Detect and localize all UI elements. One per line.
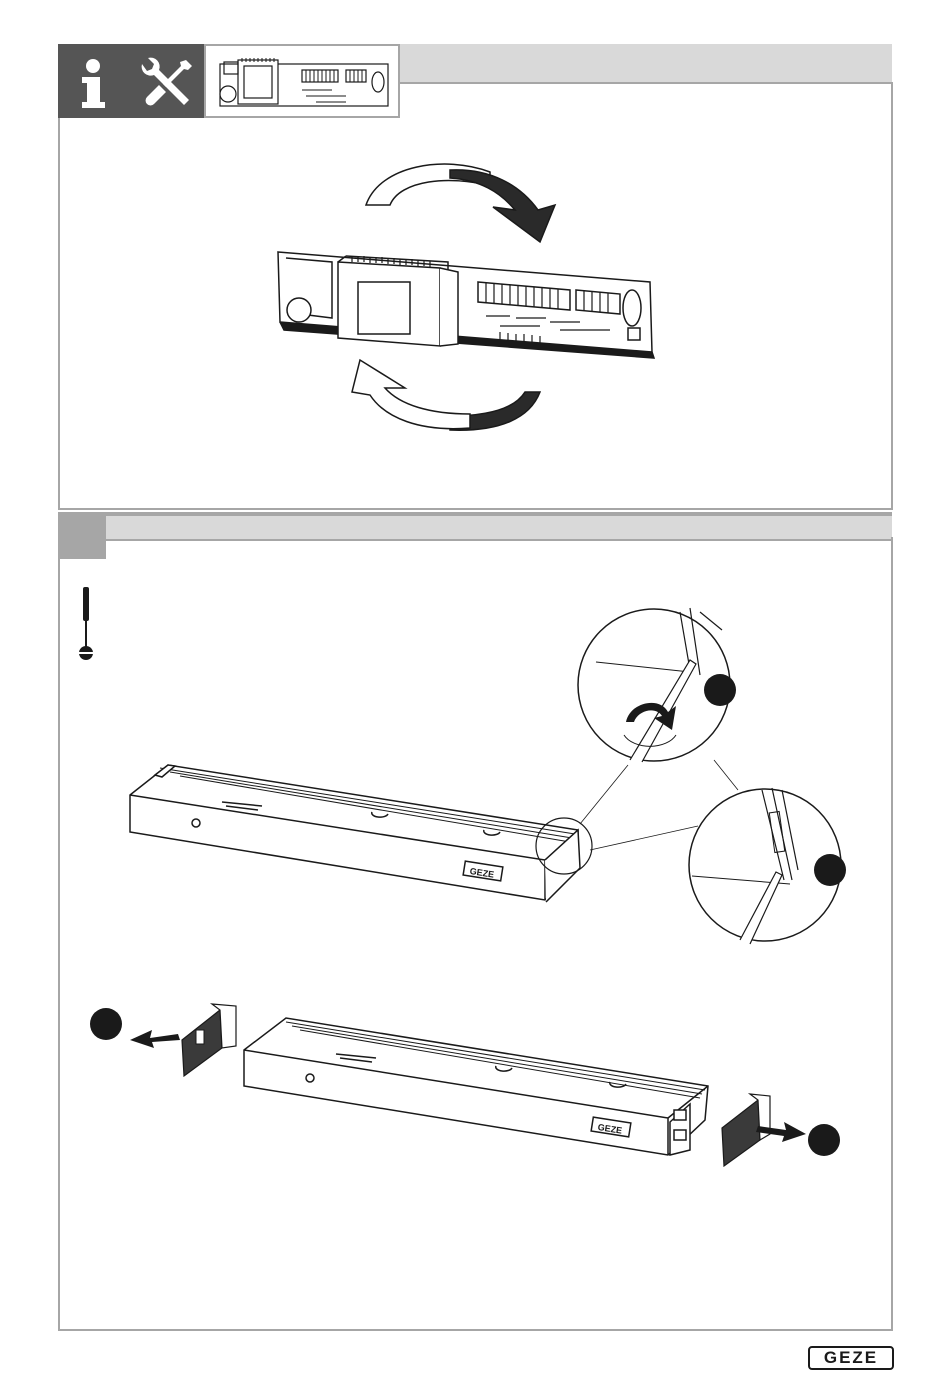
end-cap-left bbox=[182, 1004, 236, 1076]
callout-marker bbox=[808, 1124, 840, 1156]
detail-circle-2 bbox=[689, 788, 846, 944]
brand-logo: GEZE bbox=[808, 1346, 894, 1370]
detail-circle-1 bbox=[578, 608, 736, 762]
callout-marker bbox=[704, 674, 736, 706]
drive-housing-upper bbox=[130, 765, 580, 902]
drive-housing-lower bbox=[244, 1018, 708, 1155]
callout-marker bbox=[90, 1008, 122, 1040]
pull-left-arrow-icon bbox=[130, 1030, 180, 1048]
brand-logo-text: GEZE bbox=[824, 1348, 878, 1368]
callout-marker bbox=[814, 854, 846, 886]
